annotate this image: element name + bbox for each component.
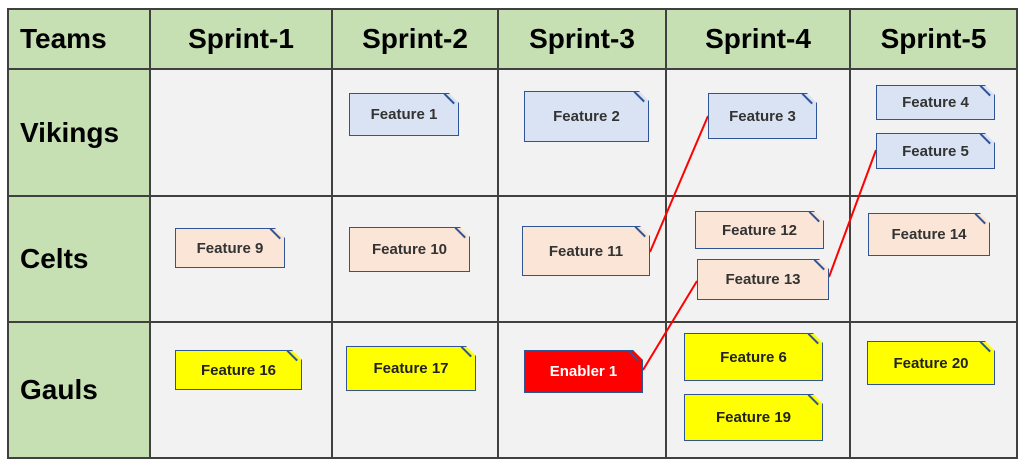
feature-card[interactable]: Feature 19 xyxy=(684,394,823,441)
feature-card[interactable]: Feature 4 xyxy=(876,85,995,120)
feature-card[interactable]: Feature 2 xyxy=(524,91,649,142)
header-sprint-5: Sprint-5 xyxy=(850,9,1017,69)
grid-border-top xyxy=(8,8,1017,10)
feature-card[interactable]: Feature 16 xyxy=(175,350,302,390)
feature-card[interactable]: Feature 20 xyxy=(867,341,995,385)
grid-line-v3 xyxy=(497,8,499,459)
team-celts: Celts xyxy=(8,196,150,322)
grid-line-v2 xyxy=(331,8,333,459)
grid-border-bottom xyxy=(8,457,1017,459)
feature-card[interactable]: Feature 14 xyxy=(868,213,990,256)
feature-card[interactable]: Feature 1 xyxy=(349,93,459,136)
feature-card[interactable]: Feature 12 xyxy=(695,211,824,249)
grid-line-h3 xyxy=(8,321,1017,323)
feature-card[interactable]: Feature 6 xyxy=(684,333,823,381)
feature-card[interactable]: Feature 5 xyxy=(876,133,995,169)
feature-card[interactable]: Feature 3 xyxy=(708,93,817,139)
grid-line-v4 xyxy=(665,8,667,459)
feature-card[interactable]: Feature 13 xyxy=(697,259,829,300)
grid-line-v5 xyxy=(849,8,851,459)
feature-card[interactable]: Feature 10 xyxy=(349,227,470,272)
grid-border-left xyxy=(7,8,9,459)
header-sprint-2: Sprint-2 xyxy=(332,9,498,69)
header-sprint-1: Sprint-1 xyxy=(150,9,332,69)
grid-border-right xyxy=(1016,8,1018,459)
grid-line-h1 xyxy=(8,68,1017,70)
feature-card[interactable]: Feature 11 xyxy=(522,226,650,276)
team-vikings: Vikings xyxy=(8,69,150,196)
header-sprint-3: Sprint-3 xyxy=(498,9,666,69)
team-gauls: Gauls xyxy=(8,322,150,458)
grid-line-h2 xyxy=(8,195,1017,197)
grid-line-v1 xyxy=(149,8,151,459)
feature-card[interactable]: Feature 9 xyxy=(175,228,285,268)
header-teams: Teams xyxy=(8,9,150,69)
header-sprint-4: Sprint-4 xyxy=(666,9,850,69)
enabler-card[interactable]: Enabler 1 xyxy=(524,350,643,393)
feature-card[interactable]: Feature 17 xyxy=(346,346,476,391)
